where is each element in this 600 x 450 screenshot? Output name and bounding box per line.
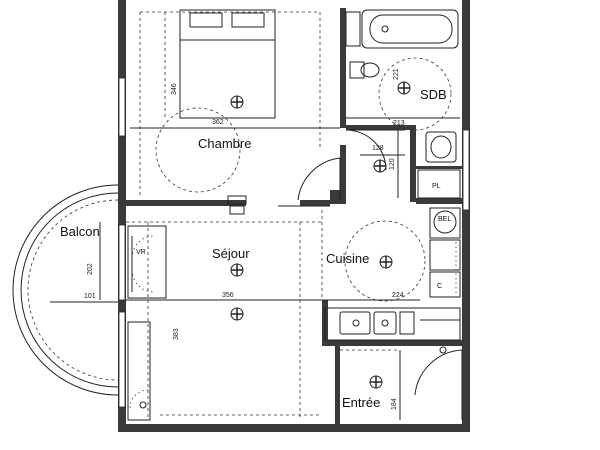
room-label-balcon: Balcon	[60, 224, 100, 239]
placard-label: PL	[432, 183, 441, 190]
kitchen: 224 BEL C Cuisine	[321, 207, 461, 341]
vr-label: VR	[136, 249, 146, 256]
interior-walls	[126, 8, 462, 424]
c-label: C	[437, 283, 442, 290]
living-room: 356 383 VR Séjour	[126, 195, 330, 421]
balcony: 202 101	[12, 184, 119, 396]
wc-width-dimension: 128	[372, 145, 384, 152]
cuisine-width-dimension: 224	[392, 292, 404, 299]
bathtub	[361, 9, 459, 49]
sejour-height-dimension: 383	[173, 328, 180, 340]
outer-walls	[118, 0, 470, 432]
room-label-entree: Entrée	[342, 395, 380, 410]
chambre-height-dimension: 346	[171, 83, 178, 95]
room-label-cuisine: Cuisine	[326, 251, 369, 266]
balcon-depth-dimension: 101	[84, 293, 96, 300]
room-label-chambre: Chambre	[198, 136, 251, 151]
bedroom: 362 346 Chambre	[130, 9, 341, 201]
wc-height-dimension: 120	[389, 158, 396, 170]
wc-corridor: 128 120 PL	[345, 129, 461, 199]
entree-height-dimension: 184	[391, 398, 398, 410]
ballon-label: BEL	[438, 216, 451, 223]
sdb-height-dimension: 221	[393, 68, 400, 80]
sejour-width-dimension: 356	[222, 292, 234, 299]
entry: 184 Entrée	[340, 346, 463, 420]
bed	[179, 9, 276, 119]
room-label-sdb: SDB	[420, 87, 447, 102]
balcon-height-dimension: 202	[87, 263, 94, 275]
chambre-width-dimension: 362	[212, 119, 224, 126]
room-label-sejour: Séjour	[212, 246, 250, 261]
bathroom: 213 221 SDB	[345, 9, 460, 163]
sdb-width-dimension: 213	[393, 120, 405, 127]
